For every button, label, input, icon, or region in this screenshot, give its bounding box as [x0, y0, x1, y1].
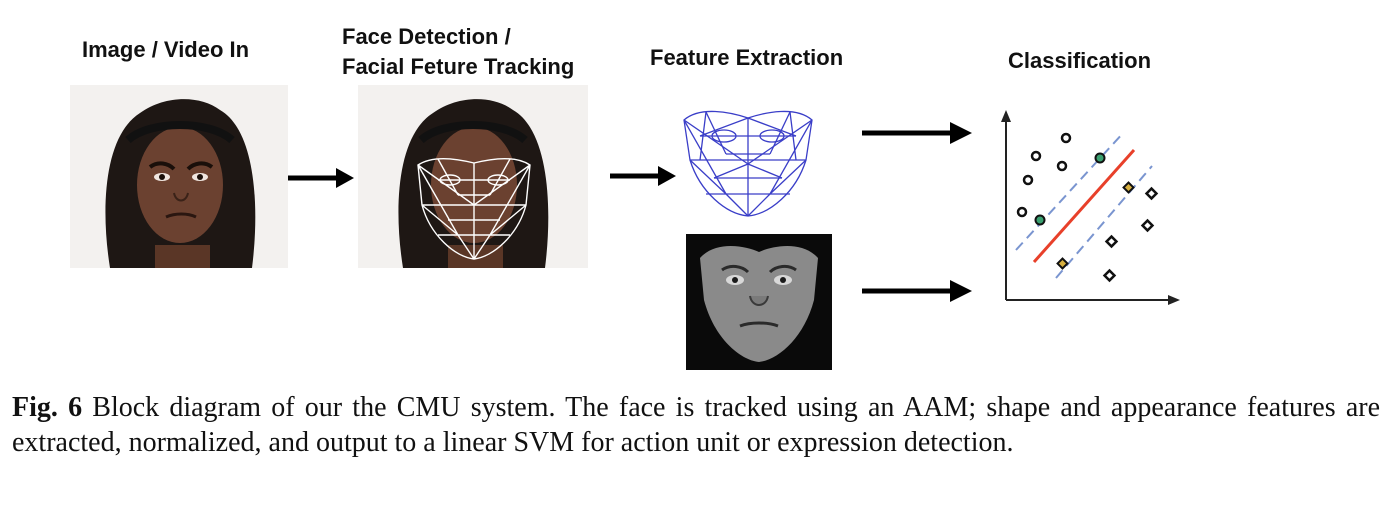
classification-stage-title: Classification [1008, 48, 1152, 73]
svm-scatter-icon [1001, 110, 1180, 305]
input-stage-title: Image / Video In [82, 37, 250, 62]
appearance-face-image [686, 234, 832, 370]
detection-stage-title-line2: Facial Feture Tracking [342, 54, 575, 79]
face-mesh-overlay-photo [358, 85, 588, 268]
figure-caption-text: Block diagram of our the CMU system. The… [12, 392, 1380, 458]
arrow-input-to-detection [288, 168, 354, 188]
mesh-overlay-icon [417, 158, 531, 260]
figure-label: Fig. 6 [12, 392, 83, 423]
extraction-stage-title: Feature Extraction [650, 45, 844, 70]
arrow-shape-to-classification [862, 122, 972, 144]
arrow-detection-to-extraction [610, 166, 676, 186]
shape-mesh-icon [683, 110, 813, 217]
figure-caption: Fig. 6 Block diagram of our the CMU syst… [12, 390, 1380, 460]
input-face-photo [70, 85, 288, 268]
arrow-appearance-to-classification [862, 280, 972, 302]
detection-stage-title-line1: Face Detection / [342, 24, 511, 49]
